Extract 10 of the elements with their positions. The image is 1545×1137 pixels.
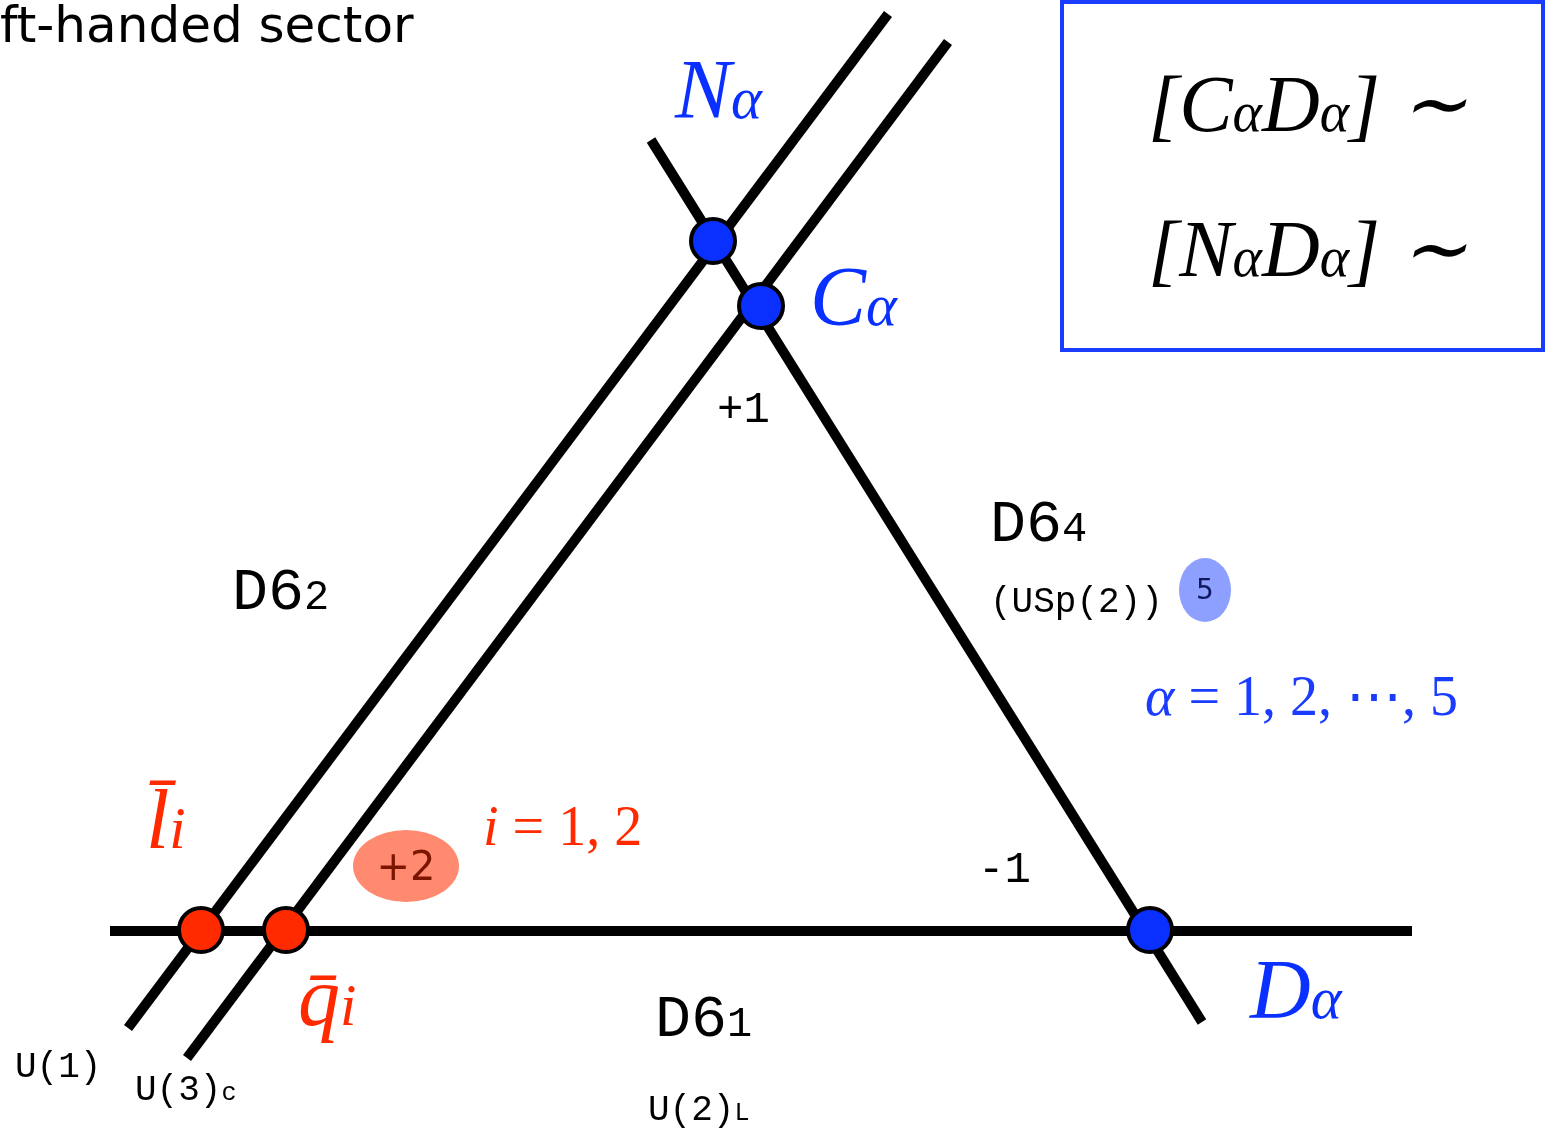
gauge-group-label: U(1) (15, 1050, 102, 1086)
gauge-group-label: (USp(2)) (990, 585, 1163, 621)
charge-label: +1 (717, 388, 770, 432)
equation-box (1060, 0, 1545, 352)
title: ft-handed sector (0, 0, 414, 50)
charge-bubble: +2 (353, 830, 459, 902)
charge-bubble: 5 (1179, 558, 1231, 622)
charge-label: -1 (978, 848, 1031, 892)
index-range: α = 1, 2, ⋯, 5 (1145, 668, 1458, 724)
index-range: i = 1, 2 (483, 798, 643, 854)
